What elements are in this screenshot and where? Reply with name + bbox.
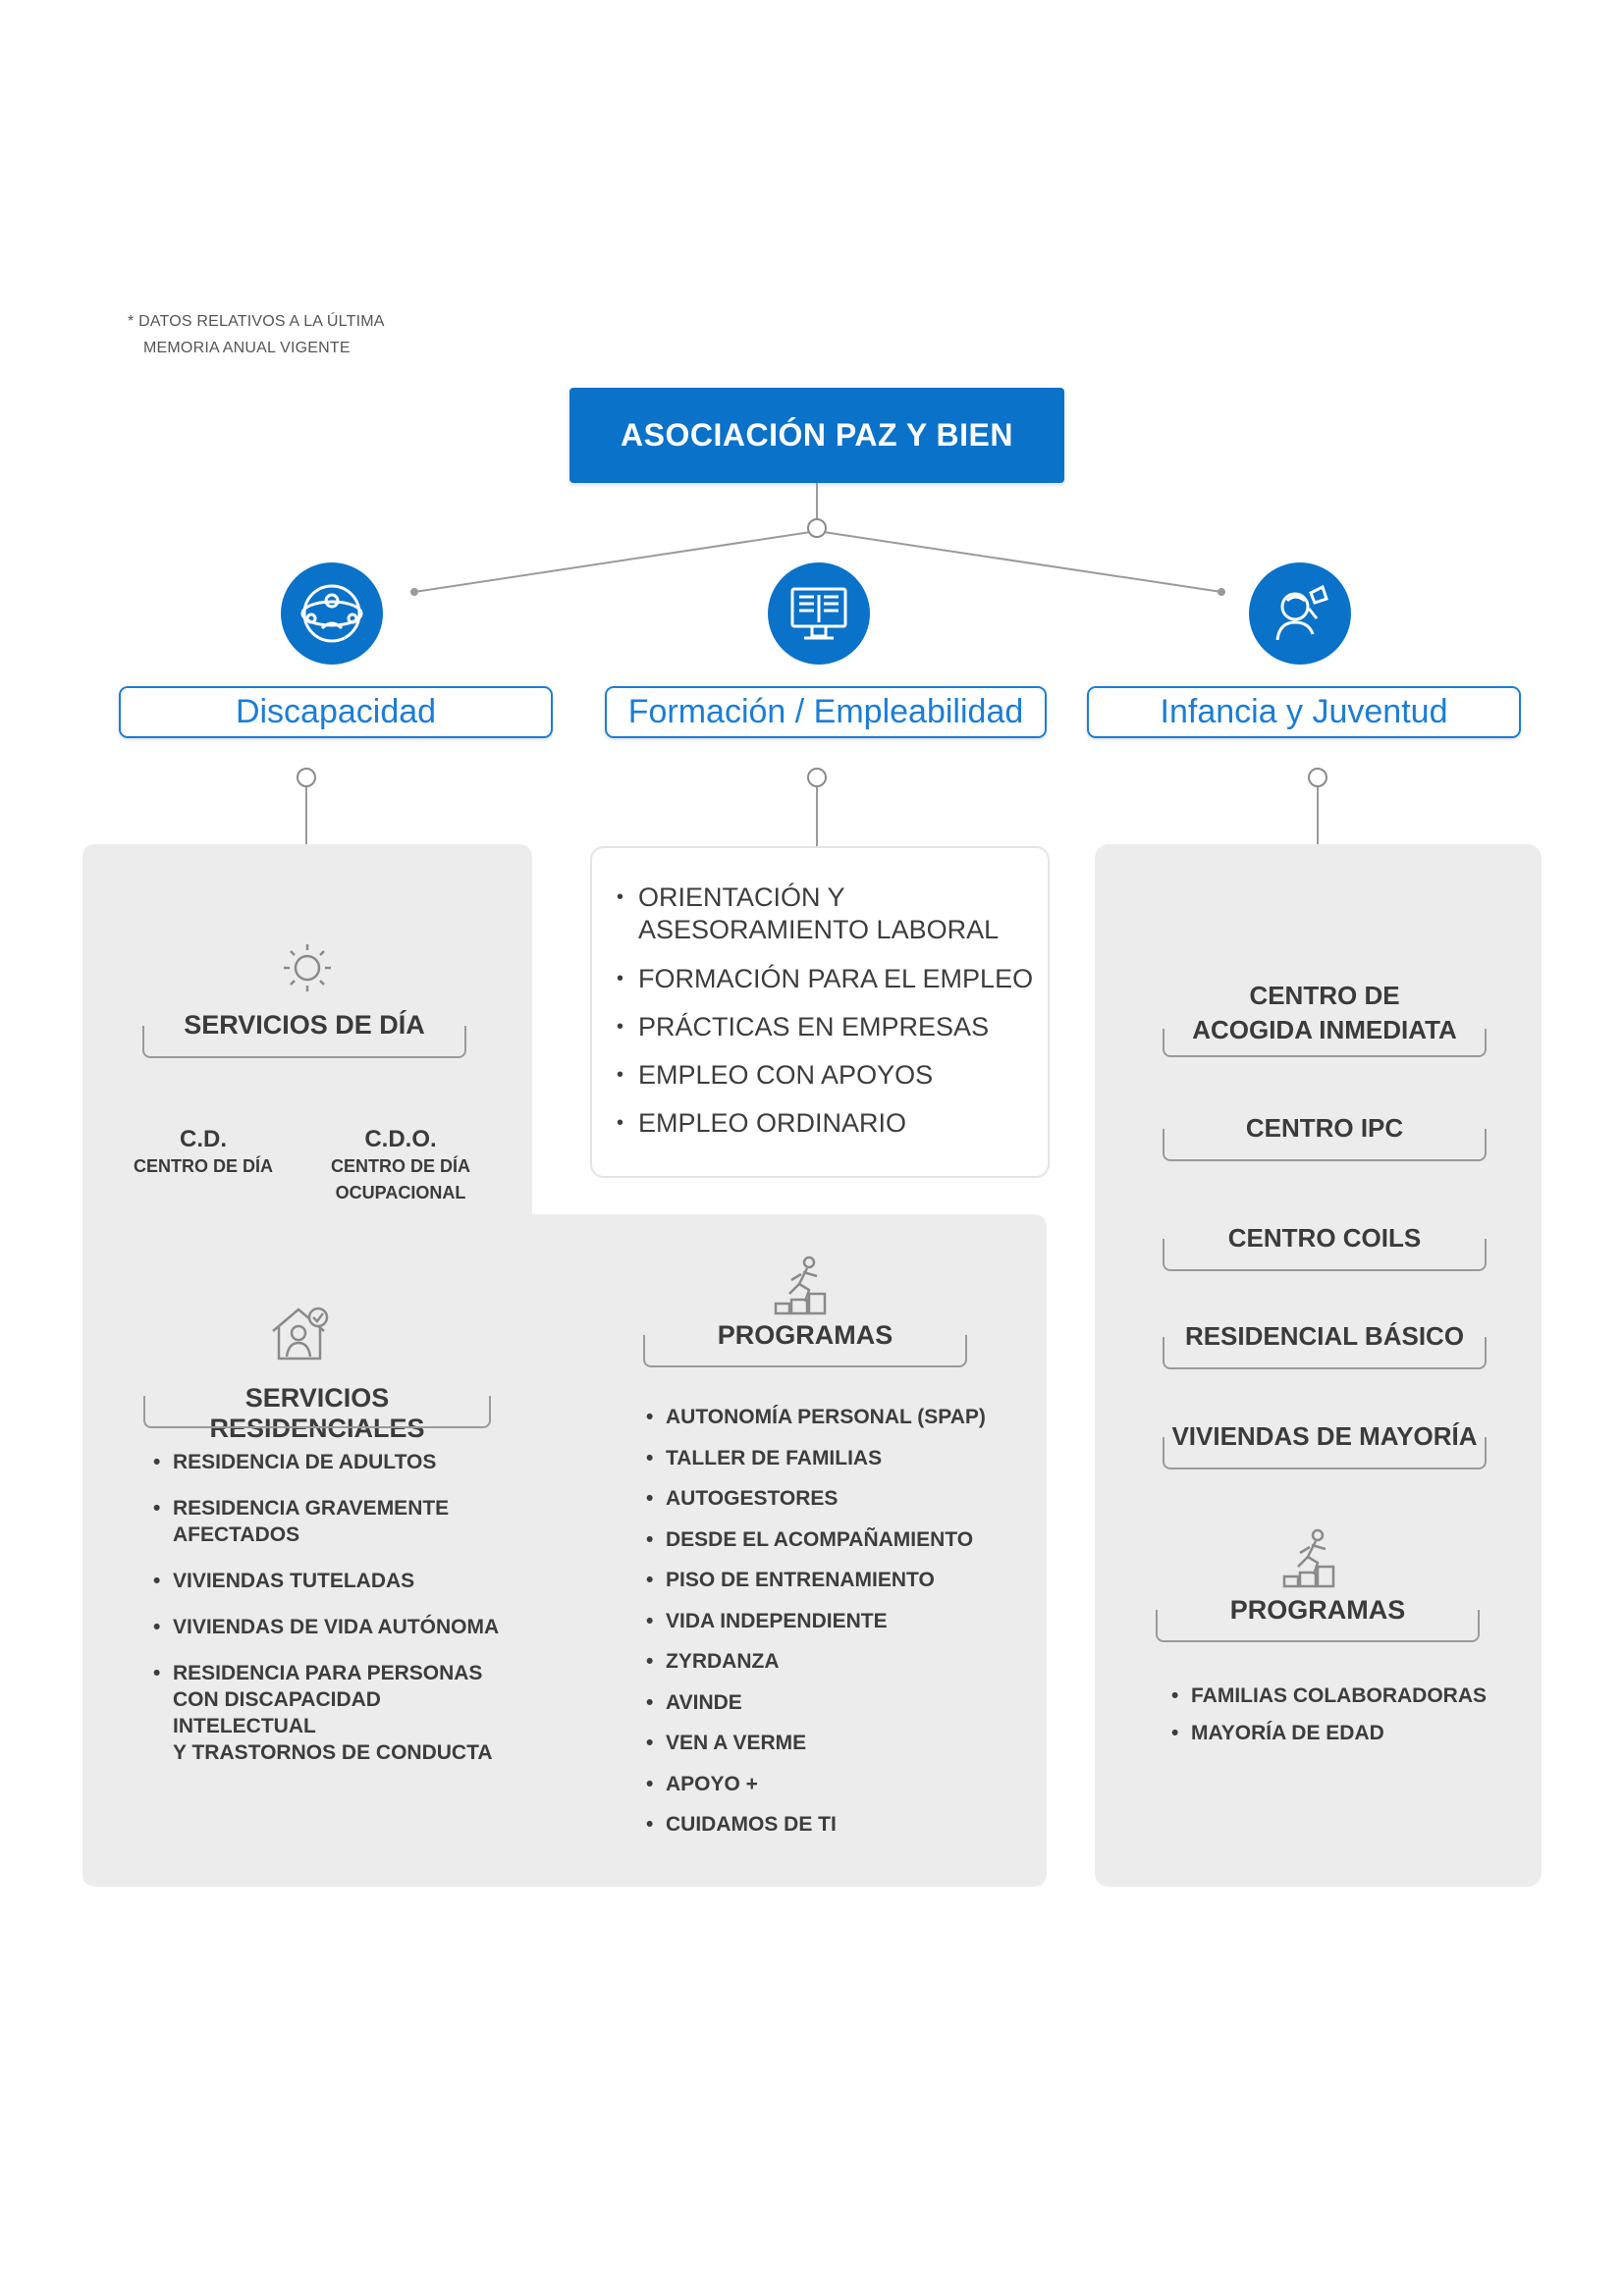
category-label: Discapacidad bbox=[235, 693, 437, 730]
centro-ipc-label: CENTRO IPC bbox=[1245, 1113, 1404, 1143]
programas-bracket bbox=[643, 1335, 967, 1367]
climbing-steps-icon bbox=[1280, 1527, 1343, 1595]
list-item: AUTOGESTORES bbox=[646, 1478, 1019, 1520]
list-item: TALLER DE FAMILIAS bbox=[646, 1438, 1019, 1479]
centro-ipc-bracket bbox=[1163, 1129, 1487, 1161]
child-hands-icon bbox=[1249, 562, 1351, 665]
cdo-desc-line-1: CENTRO DE DÍA bbox=[330, 1156, 470, 1176]
programas-list: AUTONOMÍA PERSONAL (SPAP) TALLER DE FAMI… bbox=[646, 1397, 1019, 1845]
list-item: AVINDE bbox=[646, 1682, 1019, 1724]
list-item: CUIDAMOS DE TI bbox=[646, 1804, 1019, 1845]
list-item: VIDA INDEPENDIENTE bbox=[646, 1601, 1019, 1642]
cdo-abbr: C.D.O. bbox=[364, 1126, 437, 1152]
footnote-line-1: DATOS RELATIVOS A LA ÚLTIMA bbox=[138, 313, 385, 330]
computer-book-icon bbox=[768, 562, 870, 665]
residenciales-list: RESIDENCIA DE ADULTOS RESIDENCIA GRAVEME… bbox=[153, 1449, 526, 1766]
cdo-item: C.D.O. CENTRO DE DÍA OCUPACIONAL bbox=[312, 1126, 489, 1206]
list-item: VIVIENDAS DE VIDA AUTÓNOMA bbox=[153, 1614, 526, 1640]
list-item: PRÁCTICAS EN EMPRESAS bbox=[609, 1011, 1041, 1043]
servicios-dia-bracket bbox=[142, 1026, 466, 1058]
infancia-programas-list: FAMILIAS COLABORADORAS MAYORÍA DE EDAD bbox=[1171, 1678, 1525, 1752]
root-node: ASOCIACIÓN PAZ Y BIEN bbox=[569, 388, 1064, 483]
list-item: FORMACIÓN PARA EL EMPLEO bbox=[609, 963, 1041, 995]
list-item: RESIDENCIA DE ADULTOS bbox=[153, 1449, 526, 1475]
residenciales-heading: SERVICIOS RESIDENCIALES bbox=[209, 1383, 425, 1443]
list-item: DESDE EL ACOMPAÑAMIENTO bbox=[646, 1520, 1019, 1561]
list-item: EMPLEO ORDINARIO bbox=[609, 1107, 1041, 1140]
infancia-programas-bracket bbox=[1156, 1610, 1480, 1642]
list-item: PISO DE ENTRENAMIENTO bbox=[646, 1560, 1019, 1601]
root-title: ASOCIACIÓN PAZ Y BIEN bbox=[621, 417, 1013, 453]
people-circle-icon bbox=[281, 562, 383, 665]
infancia-programas-heading: PROGRAMAS bbox=[1229, 1595, 1406, 1625]
climbing-steps-icon bbox=[772, 1255, 835, 1322]
list-item: FAMILIAS COLABORADORAS bbox=[1171, 1678, 1525, 1715]
category-formacion: Formación / Empleabilidad bbox=[605, 686, 1047, 738]
centro-coils-bracket bbox=[1163, 1239, 1487, 1271]
residencial-basico-bracket bbox=[1163, 1337, 1487, 1369]
cd-desc: CENTRO DE DÍA bbox=[133, 1156, 273, 1176]
footnote-line-2: MEMORIA ANUAL VIGENTE bbox=[143, 340, 351, 356]
sun-icon bbox=[278, 940, 337, 1000]
programas-heading: PROGRAMAS bbox=[717, 1320, 893, 1350]
list-item: VEN A VERME bbox=[646, 1723, 1019, 1764]
cd-abbr: C.D. bbox=[180, 1126, 227, 1152]
list-item: AUTONOMÍA PERSONAL (SPAP) bbox=[646, 1397, 1019, 1438]
viviendas-mayoria-bracket bbox=[1163, 1437, 1487, 1469]
category-discapacidad: Discapacidad bbox=[119, 686, 553, 738]
residencial-basico-label: RESIDENCIAL BÁSICO bbox=[1184, 1321, 1465, 1351]
servicios-dia-heading: SERVICIOS DE DÍA bbox=[184, 1010, 425, 1040]
list-item: ZYRDANZA bbox=[646, 1641, 1019, 1682]
residenciales-bracket bbox=[143, 1396, 491, 1428]
house-person-icon bbox=[269, 1304, 332, 1367]
centro-acogida-bracket bbox=[1163, 1029, 1487, 1057]
centro-coils-label: CENTRO COILS bbox=[1227, 1223, 1422, 1253]
cd-item: C.D. CENTRO DE DÍA bbox=[120, 1126, 287, 1180]
cdo-desc-line-2: OCUPACIONAL bbox=[335, 1183, 466, 1202]
list-item: APOYO + bbox=[646, 1764, 1019, 1805]
footnote: * DATOS RELATIVOS A LA ÚLTIMA MEMORIA AN… bbox=[128, 308, 385, 361]
list-item: EMPLEO CON APOYOS bbox=[609, 1059, 1041, 1092]
viviendas-mayoria-label: VIVIENDAS DE MAYORÍA bbox=[1171, 1421, 1478, 1451]
list-item: MAYORÍA DE EDAD bbox=[1171, 1715, 1525, 1752]
category-infancia: Infancia y Juventud bbox=[1087, 686, 1521, 738]
category-label: Infancia y Juventud bbox=[1160, 693, 1448, 730]
list-item: VIVIENDAS TUTELADAS bbox=[153, 1568, 526, 1594]
category-label: Formación / Empleabilidad bbox=[627, 693, 1024, 730]
footnote-marker: * bbox=[128, 313, 135, 330]
